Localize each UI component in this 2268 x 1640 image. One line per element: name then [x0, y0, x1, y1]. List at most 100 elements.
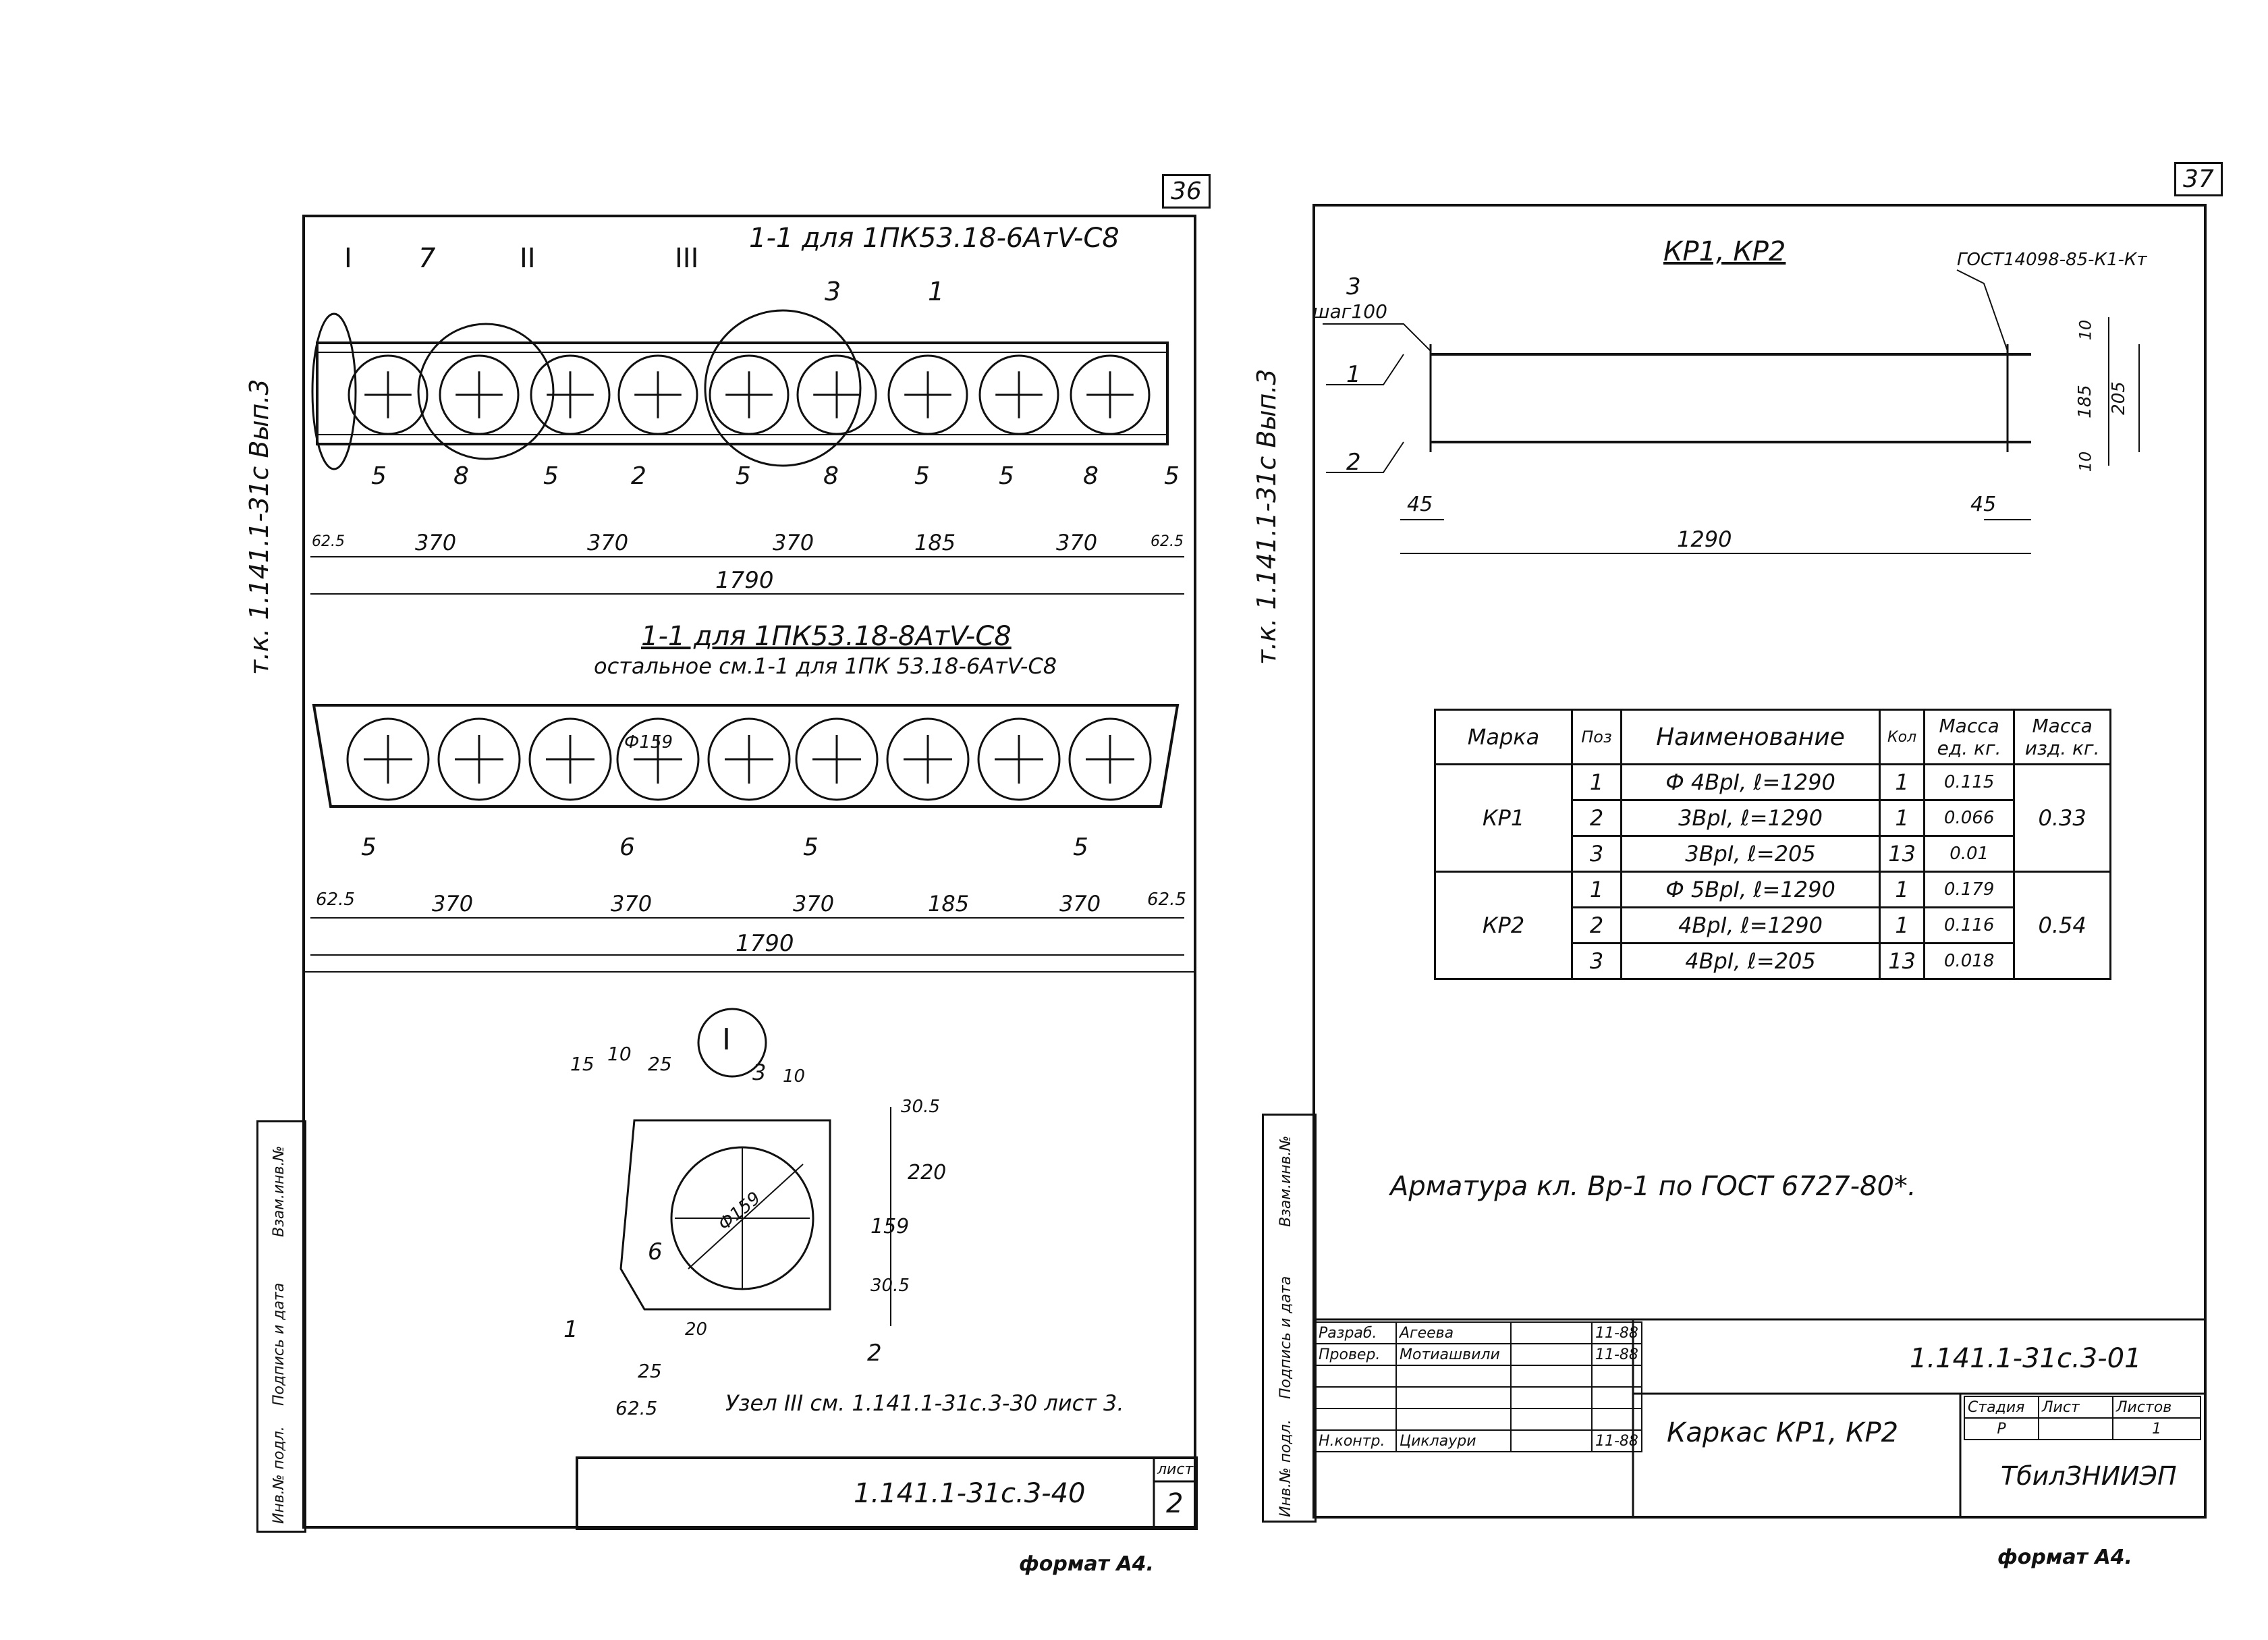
tb-stage: Р: [1964, 1417, 2039, 1440]
tb-name: Агеева: [1395, 1321, 1512, 1344]
spec-header: Марка: [1434, 709, 1573, 765]
tb-role: Разраб.: [1315, 1321, 1397, 1344]
spec-pos: 3: [1571, 942, 1622, 980]
tb-date: [1591, 1386, 1642, 1409]
pos-label: 5: [999, 462, 1014, 490]
right-doc-name: Каркас КР1, КР2: [1667, 1417, 1899, 1448]
pos-label: 8: [1083, 462, 1099, 490]
section1-title: 1-1 для 1ПК53.18-6АтV-С8: [749, 223, 1119, 254]
spec-total-mass: 0.33: [2013, 763, 2112, 873]
right-side-stamp: Инв.№ подл. Подпись и дата Взам.инв.№: [1262, 1114, 1317, 1523]
spec-unit-mass: 0.018: [1923, 942, 2016, 980]
sec2-label: 6: [619, 833, 635, 861]
dim-1: 370: [1056, 530, 1098, 555]
sec2-label: 5: [803, 833, 819, 861]
left-doc-code: 1.141.1-31с.3-40: [854, 1478, 1086, 1509]
tb-name: [1395, 1365, 1512, 1388]
dim-2: 62.5: [1147, 890, 1186, 910]
tb-name: Мотиашвили: [1395, 1343, 1512, 1366]
void-circle: [709, 354, 790, 435]
spec-mark: КР1: [1434, 763, 1573, 873]
tb-sign: [1510, 1321, 1593, 1344]
dim-2: 370: [1059, 891, 1101, 917]
void-circle: [346, 717, 430, 801]
tb-stage-h: Стадия: [1964, 1396, 2039, 1419]
cage-dim: 45: [1970, 493, 1997, 516]
spec-name: Ф 4ВрI, ℓ=1290: [1620, 763, 1881, 801]
spec-name: 4ВрI, ℓ=1290: [1620, 906, 1881, 944]
pos-label: 2: [631, 462, 646, 490]
node-dim: 3: [752, 1060, 767, 1085]
void-circle: [795, 717, 879, 801]
pos-label: 8: [453, 462, 469, 490]
node-title: I: [722, 1022, 731, 1057]
tb-date: [1591, 1365, 1642, 1388]
void-circle: [886, 717, 970, 801]
pos-label: 5: [371, 462, 387, 490]
cage-dim: 1290: [1677, 526, 1732, 552]
right-doc-code: 1.141.1-31с.3-01: [1910, 1343, 2142, 1374]
tb-sign: [1510, 1386, 1593, 1409]
spec-header: Масса ед. кг.: [1923, 709, 2016, 765]
spec-name: Ф 5ВрI, ℓ=1290: [1620, 871, 1881, 908]
reinforcement-note: Арматура кл. Вр-1 по ГОСТ 6727-80*.: [1390, 1171, 1916, 1202]
spec-name: 3ВрI, ℓ=205: [1620, 835, 1881, 873]
cage-title: КР1, КР2: [1663, 236, 1786, 267]
node-mark-4: III: [675, 243, 699, 274]
tb-sheet: [2038, 1417, 2113, 1440]
left-sheet-no: 2: [1166, 1488, 1184, 1519]
tb-role: [1315, 1386, 1397, 1409]
spec-header: Поз: [1571, 709, 1622, 765]
void-circle: [1070, 354, 1151, 435]
left-format: формат А4.: [1019, 1552, 1154, 1576]
spec-qty: 1: [1878, 871, 1926, 908]
tb-role: Н.контр.: [1315, 1429, 1397, 1452]
right-format: формат А4.: [1997, 1546, 2132, 1569]
spec-header: Масса изд. кг.: [2013, 709, 2112, 765]
tb-role: Провер.: [1315, 1343, 1397, 1366]
spec-mark: КР2: [1434, 871, 1573, 980]
cage-dim: 205: [2108, 381, 2129, 415]
spec-qty: 13: [1878, 942, 1926, 980]
cage-label: 1: [1346, 361, 1361, 388]
pos-label: 8: [823, 462, 839, 490]
cage-dim: 185: [2074, 385, 2095, 418]
node-reference: Узел III см. 1.141.1-31с.3-30 лист 3.: [725, 1390, 1124, 1416]
node-label: 1: [563, 1316, 578, 1343]
dim-2: 370: [611, 891, 653, 917]
void-circle: [1068, 717, 1152, 801]
node-label: 2: [867, 1340, 882, 1367]
void-circle: [439, 354, 520, 435]
right-page-number: 37: [2174, 162, 2223, 196]
cage-dim: 10: [2076, 451, 2095, 472]
node-dim: 25: [648, 1053, 672, 1075]
sec2-label: 5: [361, 833, 377, 861]
node-dim: 15: [570, 1053, 594, 1075]
section2-subtitle: остальное см.1-1 для 1ПК 53.18-6АтV-С8: [594, 653, 1057, 679]
table-row: 2 4ВрI, ℓ=1290 1 0.116: [1435, 906, 2111, 944]
node-mark-5: 3: [825, 277, 841, 306]
tb-sign: [1510, 1408, 1593, 1431]
void-circle: [437, 717, 521, 801]
node-dim: 159: [870, 1215, 910, 1238]
title-block-stage: Стадия Лист Листов Р 1: [1964, 1396, 2201, 1440]
tb-sign: [1510, 1343, 1593, 1366]
node-dim: 25: [638, 1360, 662, 1382]
right-sheet-frame: [1312, 204, 2207, 1519]
pos-label: 5: [1164, 462, 1180, 490]
spec-pos: 1: [1571, 763, 1622, 801]
left-page-number: 36: [1162, 174, 1211, 209]
spec-name: 3ВрI, ℓ=1290: [1620, 799, 1881, 837]
table-row: КР2 1 Ф 5ВрI, ℓ=1290 1 0.179 0.54: [1434, 871, 2112, 980]
node-mark-1: I: [344, 243, 352, 274]
void-circle: [348, 354, 428, 435]
void-circle: [707, 717, 791, 801]
dim-1: 370: [587, 530, 629, 555]
spec-total-mass: 0.54: [2013, 871, 2112, 980]
spec-pos: 3: [1571, 835, 1622, 873]
section2-holes: [346, 717, 1152, 801]
table-row: 2 3ВрI, ℓ=1290 1 0.066: [1435, 799, 2111, 837]
tb-sheets: 1: [2112, 1417, 2201, 1440]
